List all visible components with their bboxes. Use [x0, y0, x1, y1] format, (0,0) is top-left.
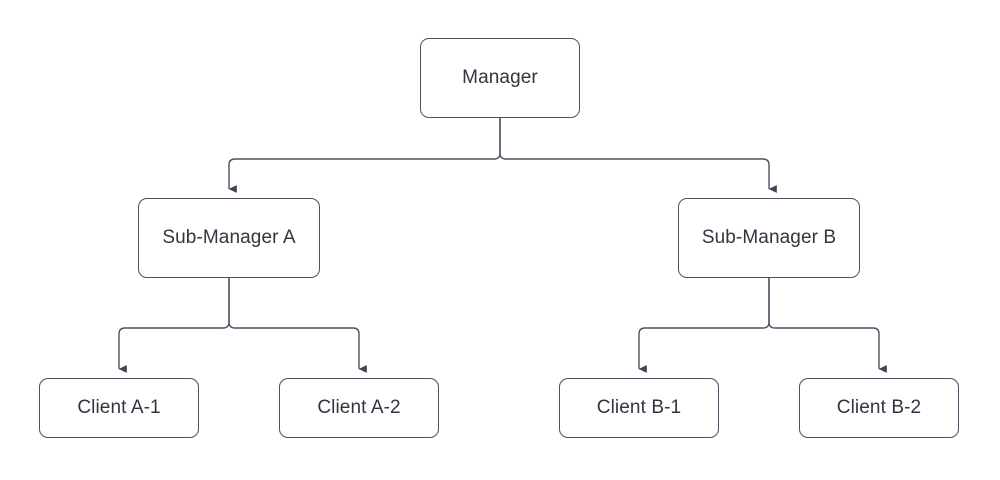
edge-sub-b-to-client-b-1: [638, 278, 770, 373]
node-sub-manager-a-label: Sub-Manager A: [162, 226, 296, 248]
node-client-a-1-label: Client A-1: [77, 396, 161, 418]
node-client-b-1[interactable]: Client B-1: [559, 378, 719, 438]
node-client-a-1[interactable]: Client A-1: [39, 378, 199, 438]
node-client-b-2[interactable]: Client B-2: [799, 378, 959, 438]
node-client-a-2-label: Client A-2: [317, 396, 401, 418]
edge-sub-a-to-client-a-2: [228, 278, 367, 373]
edge-sub-b-to-client-b-2: [768, 278, 887, 373]
node-client-b-1-label: Client B-1: [596, 396, 682, 418]
edge-sub-a-to-client-a-1: [118, 278, 230, 373]
node-manager-label: Manager: [462, 66, 538, 88]
node-sub-manager-a[interactable]: Sub-Manager A: [138, 198, 320, 278]
node-manager[interactable]: Manager: [420, 38, 580, 118]
edge-manager-to-sub-a: [228, 118, 501, 193]
node-sub-manager-b[interactable]: Sub-Manager B: [678, 198, 860, 278]
node-sub-manager-b-label: Sub-Manager B: [701, 226, 837, 248]
node-client-b-2-label: Client B-2: [836, 396, 922, 418]
edge-manager-to-sub-b: [499, 118, 777, 193]
node-client-a-2[interactable]: Client A-2: [279, 378, 439, 438]
